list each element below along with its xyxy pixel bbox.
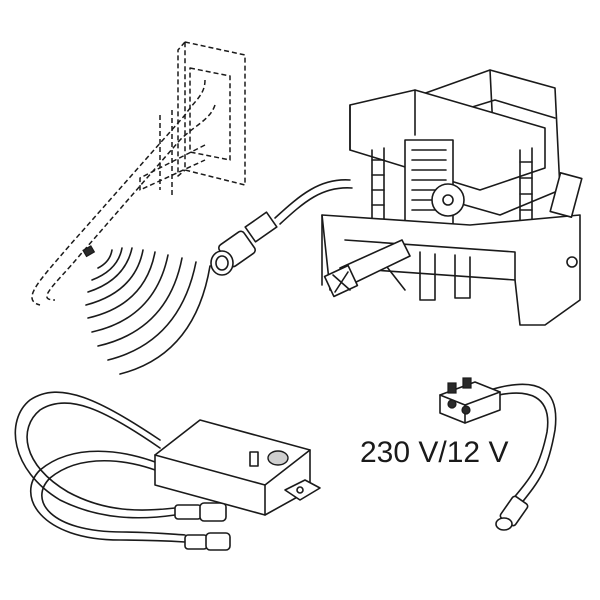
sensor-cable-plug: [210, 179, 353, 276]
power-supply-terminal: [439, 377, 557, 531]
voltage-label: 230 V/12 V: [360, 436, 509, 469]
grab-bar-dashed: [31, 41, 246, 306]
infrared-sensor-waves: [82, 245, 211, 375]
control-box: [14, 391, 321, 551]
flush-valve-actuator: [321, 69, 583, 326]
